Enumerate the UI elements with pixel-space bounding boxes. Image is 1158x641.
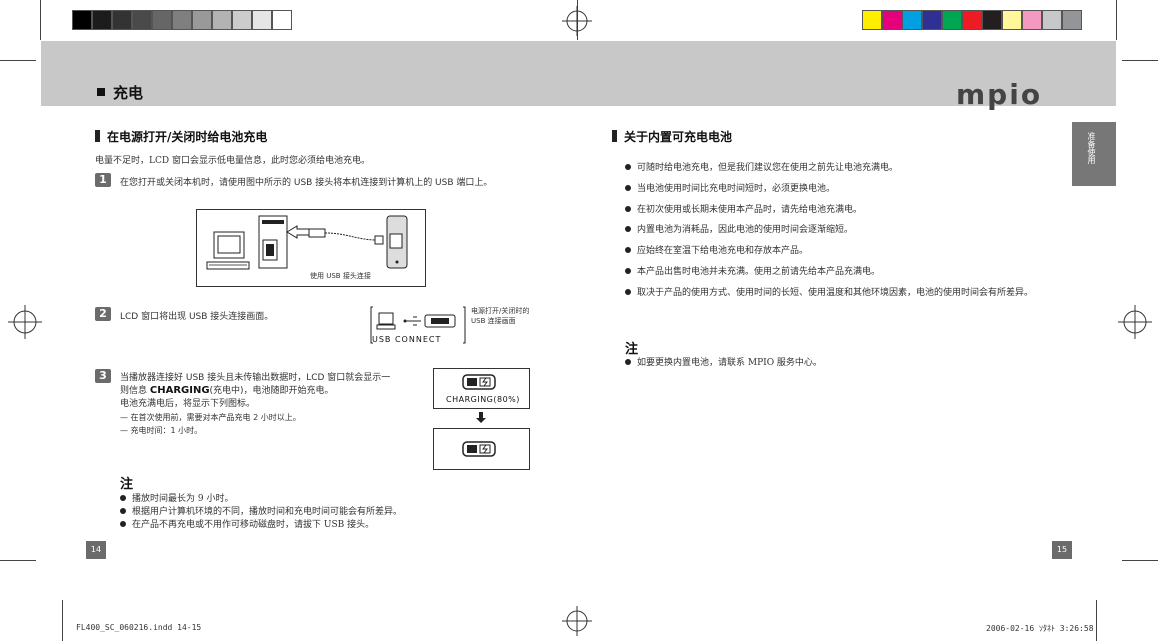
usb-connect-label: USB CONNECT	[372, 335, 442, 344]
battery-charging-icon	[462, 374, 496, 390]
crop-line	[0, 60, 36, 61]
color-swatch	[272, 10, 292, 30]
color-swatch	[1022, 10, 1042, 30]
charging-label: CHARGING(80%)	[446, 395, 520, 404]
crop-line	[62, 600, 63, 641]
crop-line	[40, 0, 41, 40]
mpio-logo: mpio	[956, 78, 1043, 111]
right-section-title: 关于内置可充电电池	[612, 128, 732, 145]
step-3-line-2: 则信息 CHARGING(充电中)，电池随即开始充电。	[120, 385, 334, 396]
left-section-title: 在电源打开/关闭时给电池充电	[95, 128, 267, 145]
list-item: 当电池使用时间比充电时间短时，必须更换电池。	[625, 181, 1033, 202]
figure-1-caption: 使用 USB 接头连接	[310, 272, 371, 280]
color-swatch	[922, 10, 942, 30]
step-3-badge: 3	[95, 369, 111, 383]
battery-full-icon	[462, 441, 496, 457]
battery-bullet-list: 可随时给电池充电，但是我们建议您在使用之前先让电池充满电。 当电池使用时间比充电…	[625, 160, 1033, 306]
registration-mark-icon	[562, 6, 592, 36]
color-swatch	[1002, 10, 1022, 30]
list-item: 本产品出售时电池并未充满。使用之前请先给本产品充满电。	[625, 264, 1033, 285]
charging-screen: CHARGING(80%)	[433, 368, 530, 409]
crop-line	[1096, 600, 1097, 641]
list-item: 可随时给电池充电，但是我们建议您在使用之前先让电池充满电。	[625, 160, 1033, 181]
page-number-left: 14	[86, 541, 106, 559]
color-swatch	[112, 10, 132, 30]
registration-mark-icon	[8, 305, 42, 339]
color-swatch	[192, 10, 212, 30]
charged-screen	[433, 428, 530, 470]
gray-swatch-bar	[72, 10, 292, 30]
intro-text: 电量不足时，LCD 窗口会显示低电量信息，此时您必须给电池充电。	[95, 156, 370, 166]
side-tab: 准备使用	[1072, 122, 1116, 186]
color-swatch	[172, 10, 192, 30]
left-note-item: 在产品不再充电或不用作可移动磁盘时，请拔下 USB 接头。	[120, 517, 374, 530]
list-item: 取决于产品的使用方式、使用时间的长短、使用温度和其他环境因素，电池的使用时间会有…	[625, 285, 1033, 306]
right-note-item: 如要更换内置电池，请联系 MPIO 服务中心。	[625, 355, 822, 368]
registration-mark-icon	[1118, 305, 1152, 339]
color-swatch	[1062, 10, 1082, 30]
color-swatch	[902, 10, 922, 30]
page-number-right: 15	[1052, 541, 1072, 559]
usb-screen-caption-2: USB 连接画面	[471, 317, 516, 325]
step-3-line-3: 电池充满电后，将显示下列图标。	[120, 399, 256, 409]
left-note-title: 注	[120, 477, 134, 492]
list-item: 在初次使用或长期未使用本产品时，请先给电池充满电。	[625, 202, 1033, 223]
page-title: 充电	[97, 82, 143, 103]
list-item: 应始终在室温下给电池充电和存放本产品。	[625, 243, 1033, 264]
color-swatch	[1042, 10, 1062, 30]
color-swatch	[862, 10, 882, 30]
step-3-line-1: 当播放器连接好 USB 接头且未传输出数据时，LCD 窗口就会显示一	[120, 373, 391, 383]
color-swatch	[72, 10, 92, 30]
left-note-item: 播放时间最长为 9 小时。	[120, 491, 233, 504]
color-swatch	[152, 10, 172, 30]
color-swatch-bar	[862, 10, 1082, 30]
right-note-title: 注	[625, 342, 639, 357]
step-2-badge: 2	[95, 307, 111, 321]
color-swatch	[942, 10, 962, 30]
step-1-text: 在您打开或关闭本机时，请使用图中所示的 USB 接头将本机连接到计算机上的 US…	[120, 178, 493, 188]
color-swatch	[982, 10, 1002, 30]
crop-line	[0, 560, 36, 561]
color-swatch	[962, 10, 982, 30]
arrow-down-icon	[476, 412, 486, 423]
footer-file-info: FL400_SC_060216.indd 14-15	[76, 623, 202, 632]
crop-line	[1116, 0, 1117, 40]
crop-line	[1122, 60, 1158, 61]
step-1-badge: 1	[95, 173, 111, 187]
note-dash-2: — 充电时间：1 小时。	[120, 426, 203, 435]
footer-timestamp: 2006-02-16 ｿﾀﾈﾄ 3:26:58	[986, 624, 1094, 633]
left-note-item: 根据用户计算机环境的不同，播放时间和充电时间可能会有所差异。	[120, 504, 402, 517]
color-swatch	[232, 10, 252, 30]
color-swatch	[132, 10, 152, 30]
usb-connection-figure: 使用 USB 接头连接	[196, 209, 426, 287]
color-swatch	[212, 10, 232, 30]
list-item: 内置电池为消耗品，因此电池的使用时间会逐渐缩短。	[625, 222, 1033, 243]
usb-connect-screen: USB CONNECT	[369, 305, 467, 345]
color-swatch	[882, 10, 902, 30]
color-swatch	[252, 10, 272, 30]
color-swatch	[92, 10, 112, 30]
registration-mark-icon	[562, 606, 592, 636]
step-2-text: LCD 窗口将出现 USB 接头连接画面。	[120, 312, 274, 322]
crop-line	[1122, 560, 1158, 561]
note-dash-1: — 在首次使用前，需要对本产品充电 2 小时以上。	[120, 413, 301, 422]
usb-screen-caption-1: 电源打开/关闭时的	[471, 307, 530, 315]
header-banner	[41, 41, 1116, 106]
